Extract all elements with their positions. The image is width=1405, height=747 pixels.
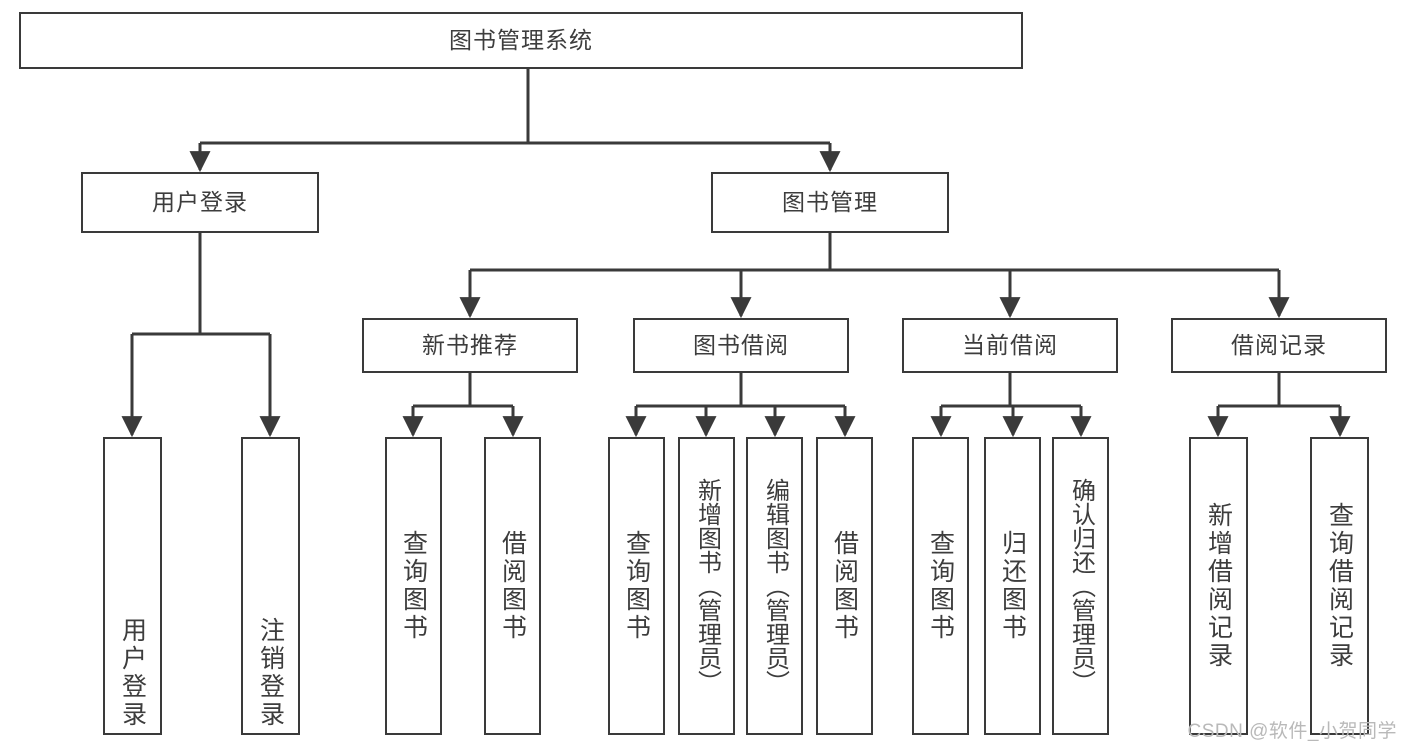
- leaf-confirm-return-admin-label: 确认归还（管理员）: [1067, 478, 1095, 694]
- leaf-borrow-book-newbook-label: 借阅图书: [498, 530, 527, 642]
- leaf-query-book-newbook[interactable]: 查询图书: [385, 437, 442, 735]
- leaf-add-borrow-record[interactable]: 新增借阅记录: [1189, 437, 1248, 735]
- node-book-management[interactable]: 图书管理: [711, 172, 949, 233]
- watermark: CSDN @软件_小贺同学: [1187, 721, 1397, 742]
- leaf-query-borrow-record-label: 查询借阅记录: [1325, 502, 1354, 670]
- leaf-query-book-current-label: 查询图书: [926, 530, 955, 642]
- node-book-management-label: 图书管理: [782, 189, 878, 215]
- leaf-edit-book-admin[interactable]: 编辑图书（管理员）: [746, 437, 803, 735]
- leaf-borrow-book-borrow-label: 借阅图书: [830, 530, 859, 642]
- leaf-return-book[interactable]: 归还图书: [984, 437, 1041, 735]
- node-user-login-label: 用户登录: [152, 189, 248, 215]
- node-user-login[interactable]: 用户登录: [81, 172, 319, 233]
- leaf-user-login[interactable]: 用户登录: [103, 437, 162, 735]
- leaf-logout[interactable]: 注销登录: [241, 437, 300, 735]
- node-borrow-record-label: 借阅记录: [1231, 332, 1327, 358]
- leaf-borrow-book-borrow[interactable]: 借阅图书: [816, 437, 873, 735]
- leaf-query-book-current[interactable]: 查询图书: [912, 437, 969, 735]
- leaf-return-book-label: 归还图书: [998, 530, 1027, 642]
- leaf-borrow-book-newbook[interactable]: 借阅图书: [484, 437, 541, 735]
- node-root-label: 图书管理系统: [449, 27, 593, 53]
- leaf-query-book-borrow[interactable]: 查询图书: [608, 437, 665, 735]
- leaf-edit-book-admin-label: 编辑图书（管理员）: [761, 478, 789, 694]
- node-current-borrow[interactable]: 当前借阅: [902, 318, 1118, 373]
- leaf-query-borrow-record[interactable]: 查询借阅记录: [1310, 437, 1369, 735]
- leaf-query-book-borrow-label: 查询图书: [622, 530, 651, 642]
- node-new-book-recommend-label: 新书推荐: [422, 332, 518, 358]
- leaf-add-book-admin-label: 新增图书（管理员）: [693, 478, 721, 694]
- leaf-user-login-label: 用户登录: [118, 617, 147, 729]
- leaf-confirm-return-admin[interactable]: 确认归还（管理员）: [1052, 437, 1109, 735]
- node-borrow-record[interactable]: 借阅记录: [1171, 318, 1387, 373]
- node-book-borrow[interactable]: 图书借阅: [633, 318, 849, 373]
- leaf-add-borrow-record-label: 新增借阅记录: [1204, 502, 1233, 670]
- leaf-logout-label: 注销登录: [256, 617, 285, 729]
- node-root[interactable]: 图书管理系统: [19, 12, 1023, 69]
- leaf-query-book-newbook-label: 查询图书: [399, 530, 428, 642]
- node-book-borrow-label: 图书借阅: [693, 332, 789, 358]
- node-current-borrow-label: 当前借阅: [962, 332, 1058, 358]
- node-new-book-recommend[interactable]: 新书推荐: [362, 318, 578, 373]
- leaf-add-book-admin[interactable]: 新增图书（管理员）: [678, 437, 735, 735]
